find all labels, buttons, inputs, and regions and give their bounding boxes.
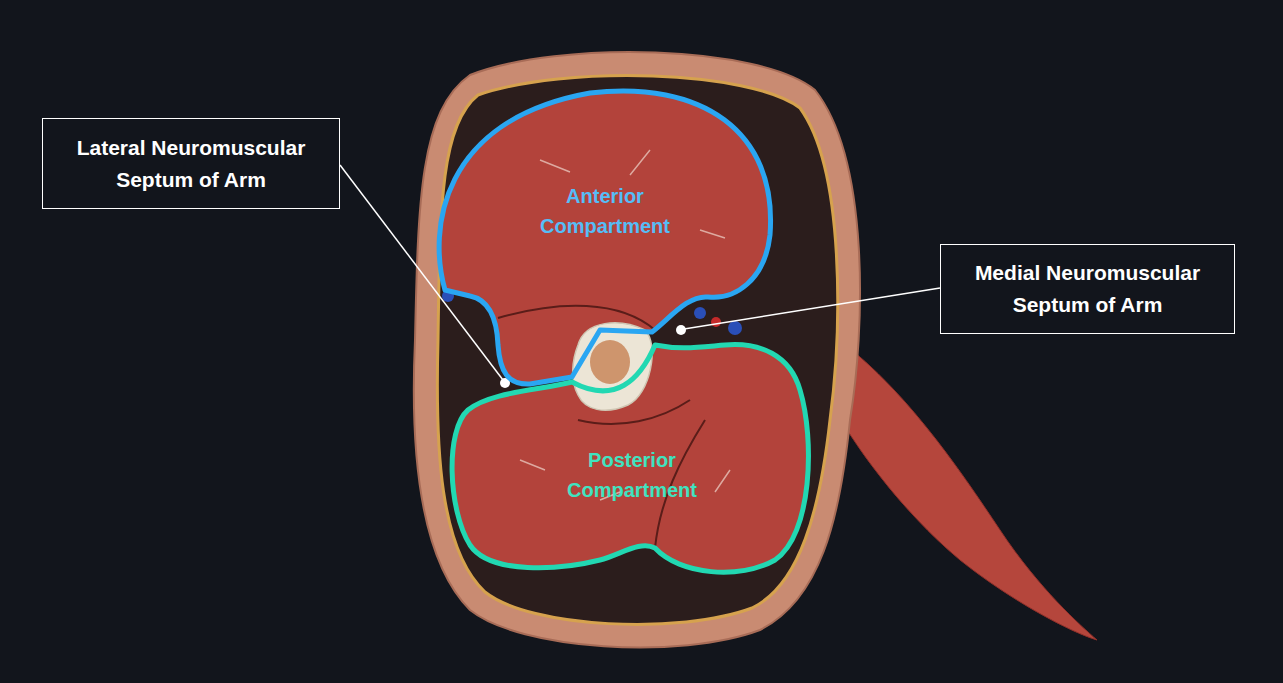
leader-line (340, 165, 503, 380)
callout-label: Medial Neuromuscular Septum of Arm (958, 257, 1218, 321)
compartment-label: Posterior Compartment (547, 445, 717, 505)
compartment-label: Anterior Compartment (520, 181, 690, 241)
callout-box: Medial Neuromuscular Septum of Arm (940, 244, 1235, 334)
leader-dot (676, 325, 686, 335)
compartment-outline (428, 84, 780, 394)
compartment-region: Anterior Compartment (428, 84, 780, 394)
compartment-region: Posterior Compartment (440, 330, 820, 585)
callout-box: Lateral Neuromuscular Septum of Arm (42, 118, 340, 209)
callout-label: Lateral Neuromuscular Septum of Arm (61, 132, 321, 196)
